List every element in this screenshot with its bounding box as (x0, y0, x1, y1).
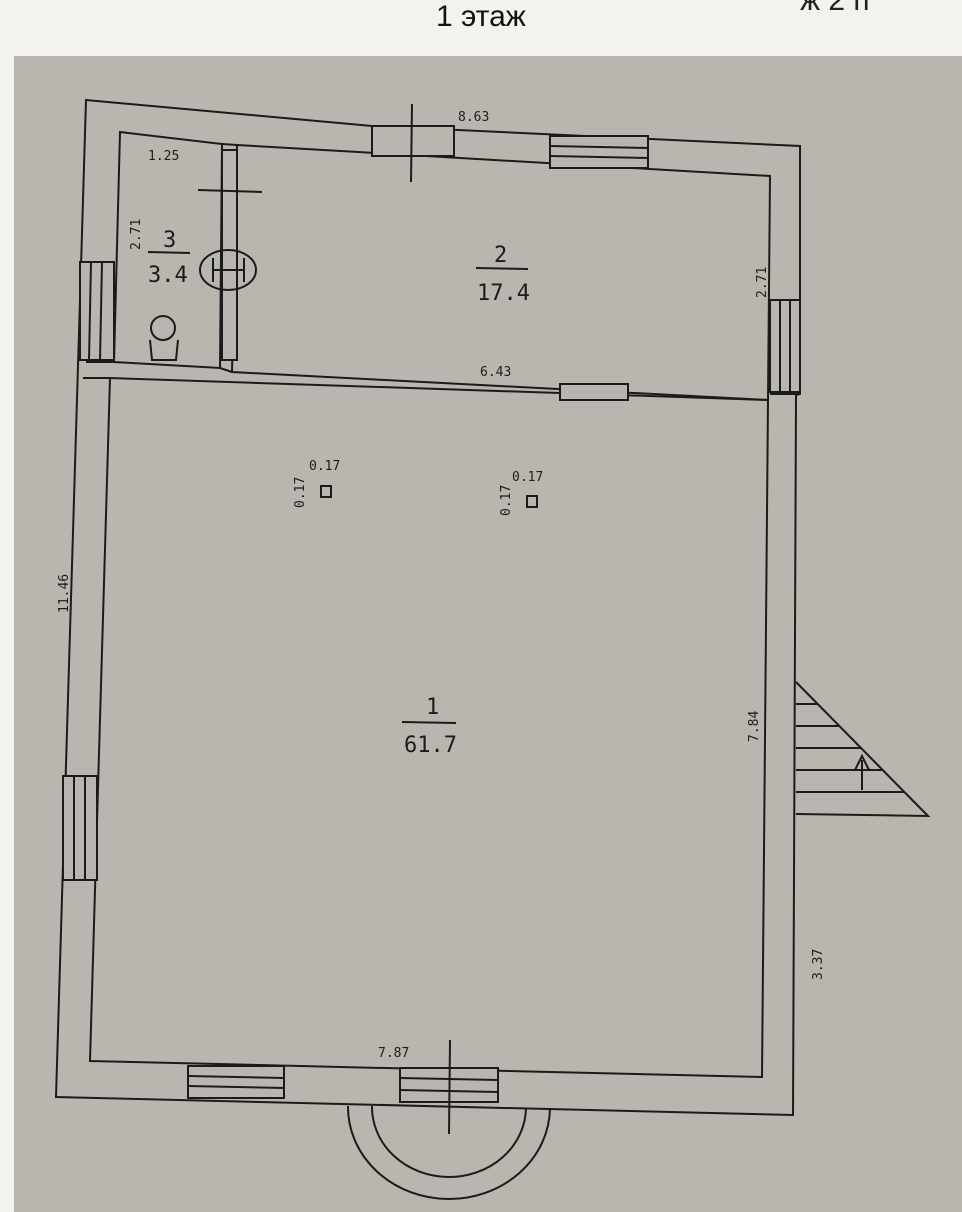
window-left-upper (79, 261, 115, 361)
window-top-right (549, 135, 649, 169)
room1-number: 1 (426, 695, 439, 720)
dim-column-a-w: 0.17 (309, 459, 340, 474)
sink-icon (199, 249, 257, 291)
room3-number: 3 (163, 228, 176, 253)
dim-bath-height: 2.71 (129, 219, 144, 250)
door-mark-top (410, 103, 413, 183)
dim-top-width: 8.63 (458, 110, 489, 125)
dim-left-total: 11.46 (57, 574, 72, 613)
dim-column-b-h: 0.17 (499, 485, 514, 516)
dim-room2-height: 2.71 (755, 267, 770, 298)
dim-room2-bottom: 6.43 (480, 365, 511, 380)
dim-room1-right: 7.84 (747, 711, 762, 742)
toilet-icon (150, 315, 176, 341)
column-a (320, 485, 332, 498)
floor-title: 1 этаж (436, 0, 526, 33)
front-porch (346, 1105, 551, 1200)
window-bottom-left (187, 1065, 285, 1099)
cropped-heading: ж 2 п (800, 0, 870, 17)
doorway-bath (221, 149, 238, 361)
dim-bath-width: 1.25 (148, 149, 179, 164)
dim-right-lower: 3.37 (811, 949, 826, 980)
plan-sheet (14, 56, 962, 1212)
room2-area: 17.4 (477, 281, 530, 306)
column-b (526, 495, 538, 508)
window-right-upper (769, 299, 801, 393)
doorway-room1-2 (559, 383, 629, 401)
side-stair (795, 681, 931, 818)
dim-bottom-width: 7.87 (378, 1046, 409, 1061)
room1-area: 61.7 (404, 733, 457, 758)
bath-fixtures (149, 249, 257, 361)
door-mark-bath (197, 189, 263, 193)
window-top-left (371, 125, 455, 157)
door-mark-bottom (448, 1039, 451, 1135)
window-left-lower (62, 775, 98, 881)
room3-area: 3.4 (148, 263, 188, 288)
dim-column-a-h: 0.17 (293, 477, 308, 508)
room1-outline (88, 376, 770, 1079)
room2-number: 2 (494, 243, 507, 268)
dim-column-b-w: 0.17 (512, 470, 543, 485)
room2-outline (230, 143, 772, 402)
